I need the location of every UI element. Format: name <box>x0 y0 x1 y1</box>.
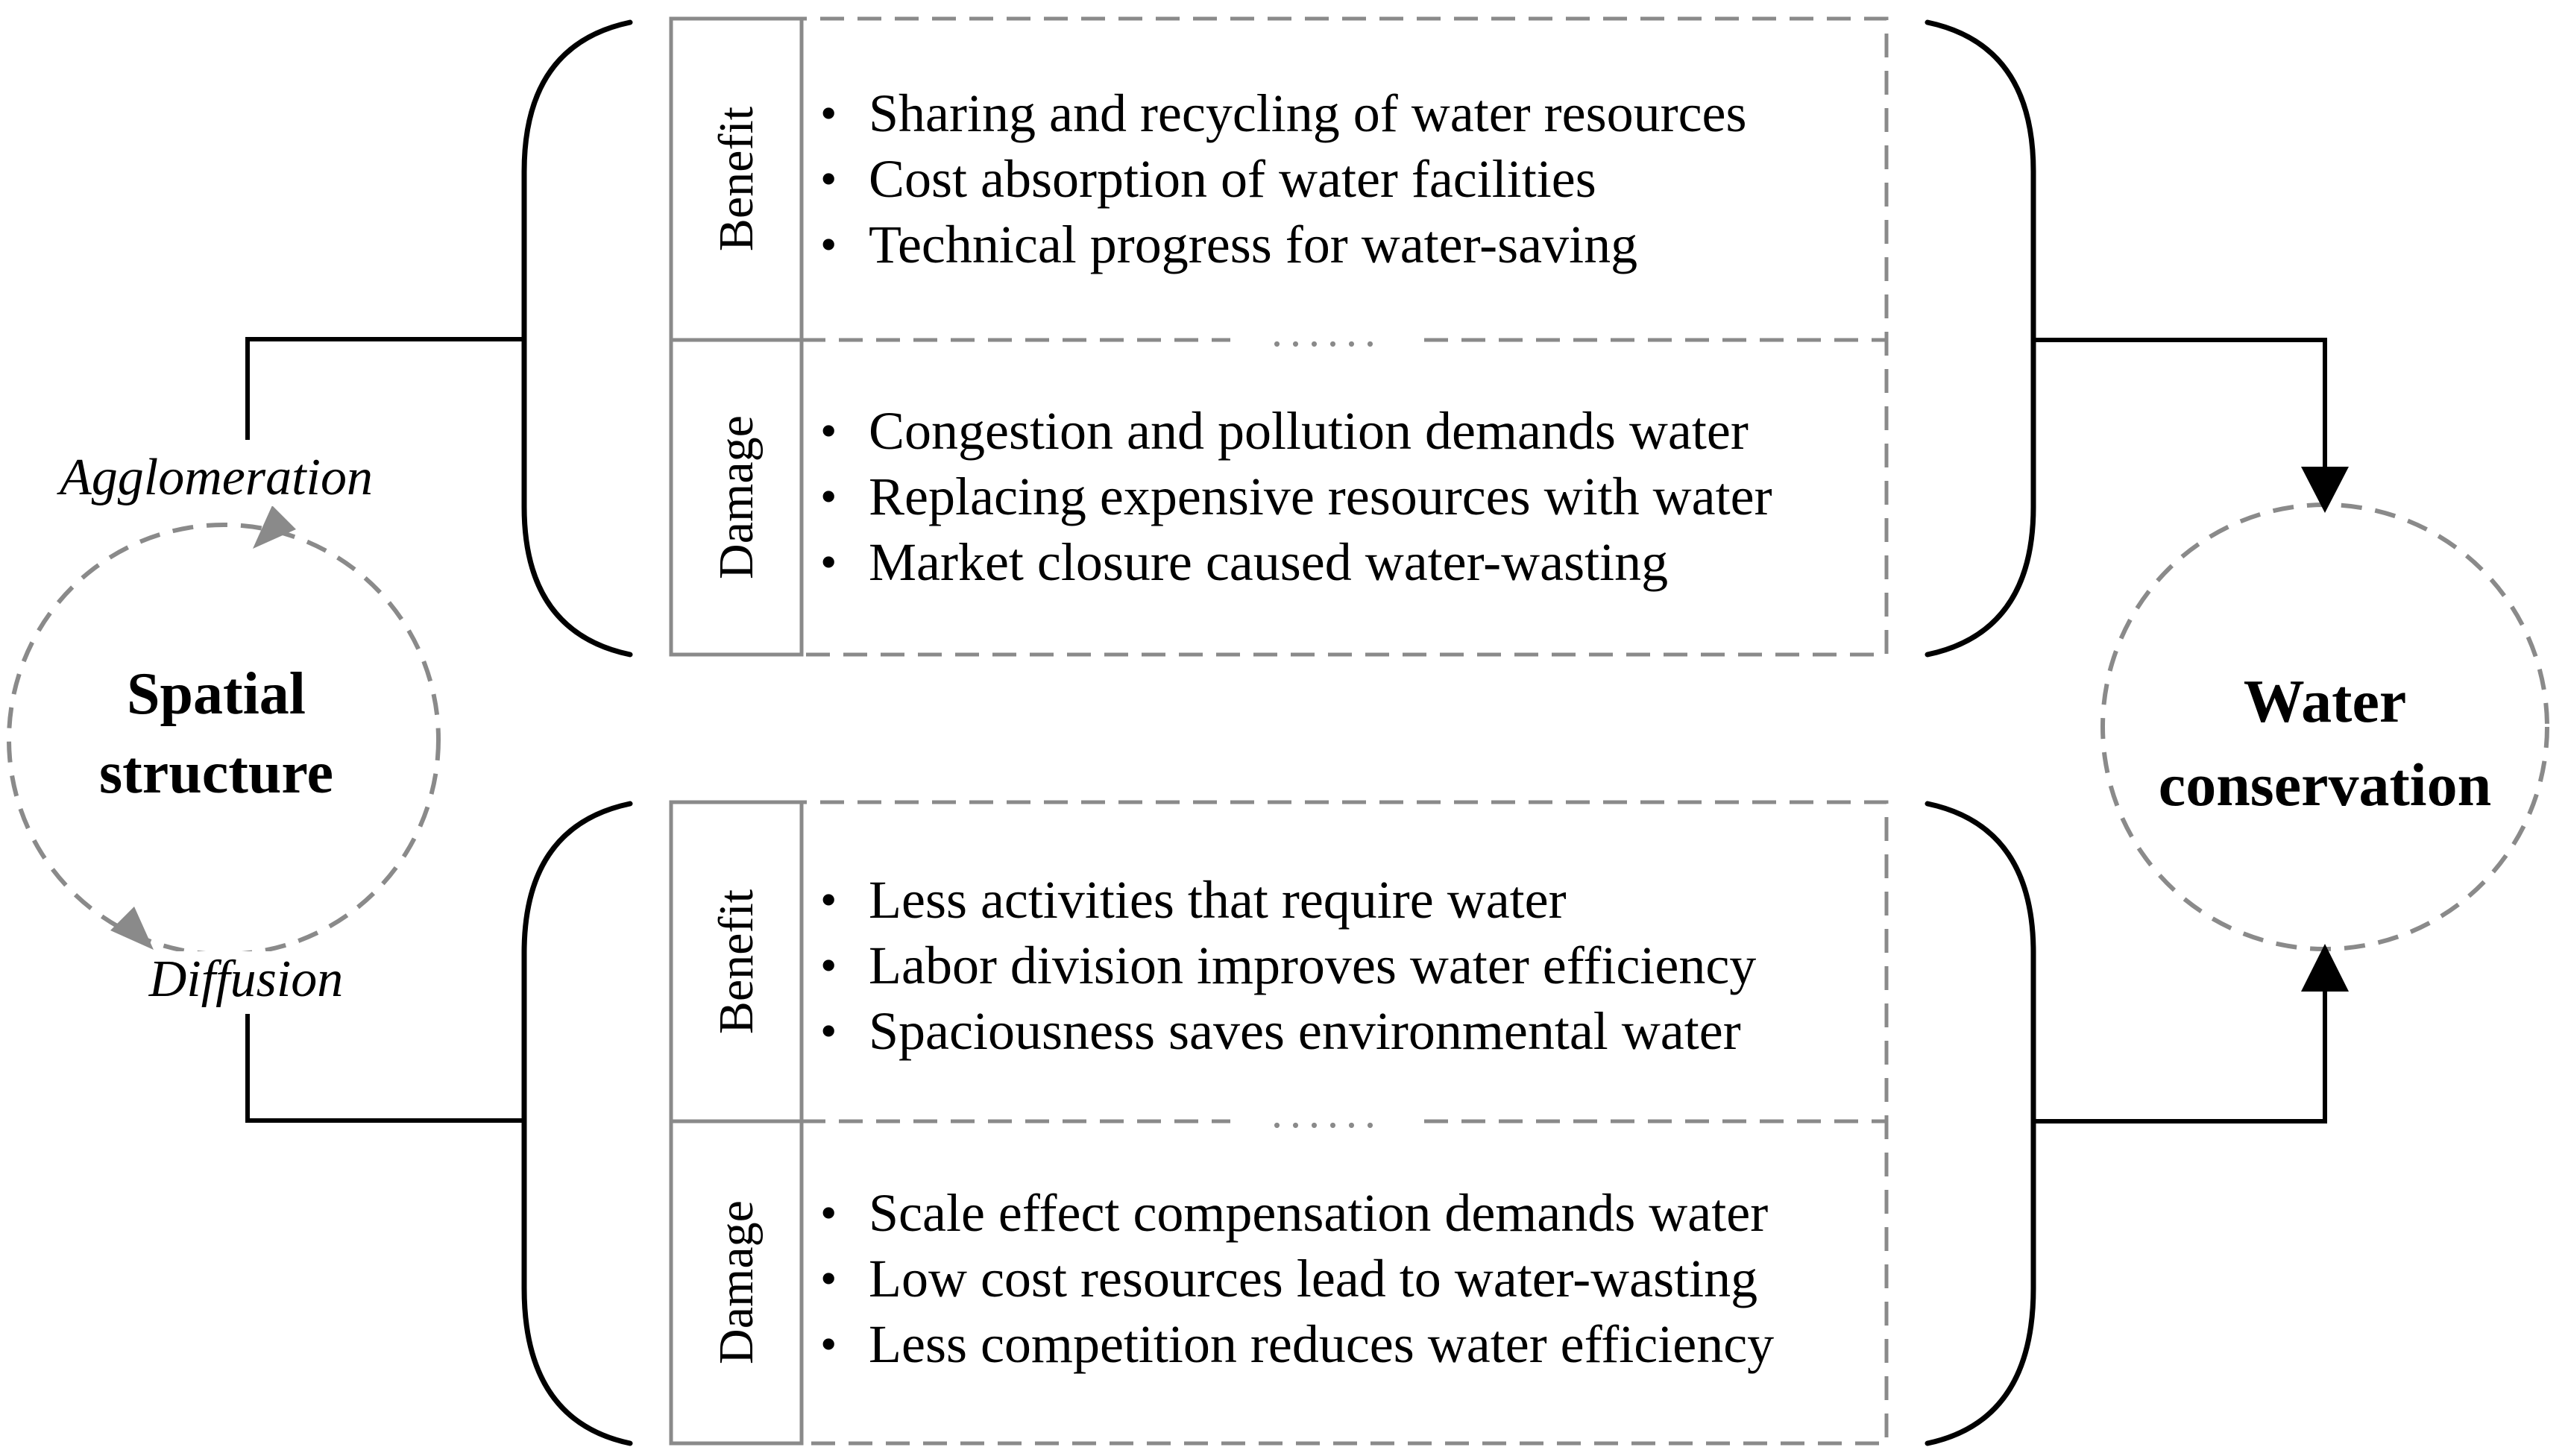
bullet-icon: • <box>820 152 837 205</box>
list-item: • Less activities that require water <box>820 867 1756 933</box>
bullet-icon: • <box>820 1317 837 1370</box>
top-box-benefit-label: Benefit <box>709 106 764 252</box>
connector-left-top <box>245 337 524 440</box>
list-item: • Technical progress for water-saving <box>820 212 1747 277</box>
top-box-ellipsis: ...... <box>1271 306 1383 356</box>
list-item-text: Congestion and pollution demands water <box>869 400 1749 461</box>
bullet-icon: • <box>820 1252 837 1305</box>
list-item: • Congestion and pollution demands water <box>820 398 1772 464</box>
spatial-structure-cycle-circle <box>7 523 441 957</box>
diffusion-label: Diffusion <box>97 951 395 1008</box>
bullet-icon: • <box>820 1004 837 1057</box>
bullet-icon: • <box>820 470 837 523</box>
spatial-structure-title-line1: Spatial <box>126 661 306 727</box>
water-conservation-title-line2: conservation <box>2158 751 2492 819</box>
connector-right-bottom <box>2033 992 2327 1123</box>
list-item: • Sharing and recycling of water resourc… <box>820 81 1747 146</box>
bullet-icon: • <box>820 939 837 992</box>
list-item: • Market closure caused water-wasting <box>820 529 1772 595</box>
list-item-text: Labor division improves water efficiency <box>869 935 1757 995</box>
list-item-text: Low cost resources lead to water-wasting <box>869 1248 1758 1308</box>
list-item: • Cost absorption of water facilities <box>820 146 1747 212</box>
cycle-arrowhead-bottom-icon <box>110 907 154 950</box>
list-item: • Low cost resources lead to water-wasti… <box>820 1246 1774 1311</box>
list-item-text: Less competition reduces water efficienc… <box>869 1314 1775 1374</box>
spatial-structure-title-line2: structure <box>99 740 333 806</box>
bullet-icon: • <box>820 535 837 588</box>
list-item-text: Less activities that require water <box>869 869 1567 930</box>
bottom-box-damage-list: • Scale effect compensation demands wate… <box>820 1180 1774 1377</box>
connector-left-bottom <box>245 1014 524 1123</box>
spatial-structure-title: Spatial structure <box>30 655 403 813</box>
list-item-text: Market closure caused water-wasting <box>869 532 1669 592</box>
bullet-icon: • <box>820 218 837 271</box>
top-box-outline <box>669 16 1889 657</box>
list-item: • Scale effect compensation demands wate… <box>820 1180 1774 1246</box>
bullet-icon: • <box>820 1186 837 1239</box>
arrowhead-down-icon <box>2301 467 2349 513</box>
top-box-right-brace <box>1925 19 2036 658</box>
top-box-damage-list: • Congestion and pollution demands water… <box>820 398 1772 595</box>
list-item-text: Technical progress for water-saving <box>869 214 1638 274</box>
list-item-text: Sharing and recycling of water resources <box>869 83 1747 143</box>
top-box-damage-label: Damage <box>709 415 764 579</box>
bottom-box-damage-label: Damage <box>709 1200 764 1364</box>
list-item-text: Scale effect compensation demands water <box>869 1182 1769 1243</box>
bullet-icon: • <box>820 404 837 457</box>
top-box-benefit-list: • Sharing and recycling of water resourc… <box>820 81 1747 277</box>
bottom-box-benefit-list: • Less activities that require water • L… <box>820 867 1756 1064</box>
list-item-text: Spaciousness saves environmental water <box>869 1000 1741 1061</box>
bottom-box-benefit-label: Benefit <box>709 889 764 1035</box>
water-conservation-title: Water conservation <box>2139 660 2511 827</box>
list-item: • Labor division improves water efficien… <box>820 933 1756 998</box>
list-item: • Replacing expensive resources with wat… <box>820 464 1772 529</box>
top-box-left-brace <box>521 19 633 658</box>
connector-right-top <box>2033 338 2327 470</box>
list-item-text: Cost absorption of water facilities <box>869 148 1596 209</box>
arrowhead-up-icon <box>2301 944 2349 992</box>
bottom-box-left-brace <box>521 801 633 1446</box>
list-item: • Spaciousness saves environmental water <box>820 998 1756 1064</box>
bottom-box-ellipsis: ...... <box>1271 1088 1383 1137</box>
cycle-arrowhead-top-icon <box>253 505 296 549</box>
water-conservation-title-line1: Water <box>2243 667 2407 735</box>
bullet-icon: • <box>820 86 837 139</box>
list-item-text: Replacing expensive resources with water <box>869 466 1772 526</box>
bullet-icon: • <box>820 873 837 926</box>
agglomeration-label: Agglomeration <box>30 450 403 506</box>
list-item: • Less competition reduces water efficie… <box>820 1311 1774 1377</box>
bottom-box-right-brace <box>1925 801 2036 1446</box>
top-box-label-column <box>669 16 804 657</box>
